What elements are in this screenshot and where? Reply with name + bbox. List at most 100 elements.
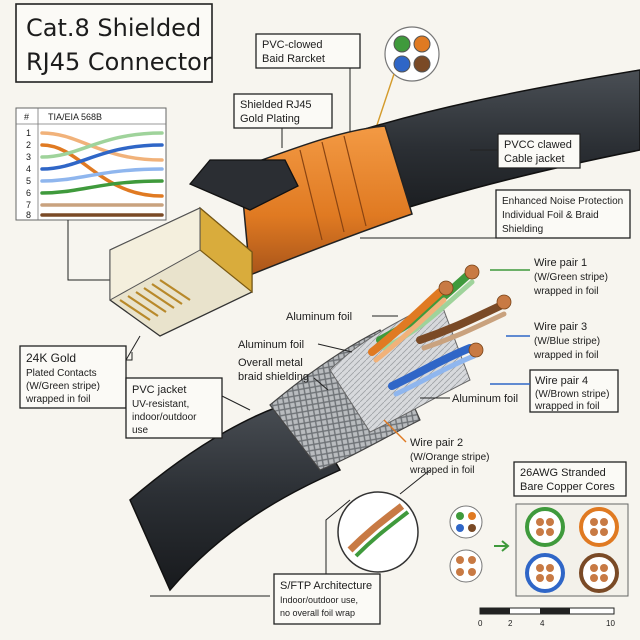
cable-jacket-lower [129, 399, 342, 592]
callout-pair1-line-1: Wire pair 1 [534, 257, 587, 269]
callout-gold-line-2: Plated Contacts [26, 368, 97, 379]
callout-pair2-line-2: (W/Orange stripe) [410, 452, 489, 463]
sftp-leader [325, 499, 351, 574]
callout-boot-line-2: Baid Rarcket [262, 53, 325, 65]
callout-awg-line-1: 26AWG Stranded [520, 467, 606, 479]
pair2-leader [383, 419, 407, 443]
callout-noise-line-2: Individual Foil & Braid [502, 210, 599, 221]
callout-noise-line-1: Enhanced Noise Protection [502, 196, 623, 207]
title-line-2: RJ45 Connector [26, 48, 212, 76]
pvc-leader [221, 395, 251, 411]
cross-section-small [449, 505, 483, 583]
gold-leader [126, 352, 133, 361]
callout-pair4-line-3: wrapped in foil [534, 401, 599, 412]
pair2-white-orange-wire [373, 297, 447, 363]
callout-boot-line-1: PVC-clowed [262, 39, 323, 51]
rj45-latch [188, 159, 299, 211]
cross-section-grid [515, 503, 629, 597]
callout-pair3-line-3: wrapped in foil [533, 350, 598, 361]
callout-pair3: Wire pair 3 (W/Blue stripe) wrapped in f… [533, 321, 600, 361]
callout-jacket-top-line-1: PVCC clawed [504, 139, 572, 151]
copper-tips [438, 264, 512, 358]
label-aluminum-foil-2: Aluminum foil [238, 339, 304, 351]
pair4-white-brown-wire [421, 311, 507, 351]
callout-gold-line-3: (W/Green stripe) [26, 381, 100, 392]
pin-number-8: 8 [26, 210, 31, 220]
al-foil-2-leader [317, 343, 353, 353]
callout-gold-line-4: wrapped in foil [25, 394, 90, 405]
callout-sftp-line-1: S/FTP Architecture [280, 580, 372, 592]
title-frame [15, 3, 213, 83]
rj45-plug-window [109, 207, 201, 301]
pin-number-7: 7 [26, 200, 31, 210]
callout-sftp-line-2: Indoor/outdoor use, [280, 595, 358, 605]
wiring-crossover-lines [40, 131, 164, 217]
callout-jacket-top: PVCC clawed Cable jacket [497, 133, 581, 169]
callout-pair4-line-1: Wire pair 4 [535, 375, 588, 387]
callout-pair1-line-3: wrapped in foil [533, 286, 598, 297]
twisted-pairs [368, 271, 507, 397]
label-braid-line-2: braid shielding [238, 371, 309, 383]
title-box: Cat.8 Shielded RJ45 Connector [15, 3, 213, 83]
wiring-table: # TIA/EIA 568B 1 2 3 4 5 6 7 8 [15, 107, 167, 221]
callout-pvc-line-1: PVC jacket [132, 384, 186, 396]
callout-jacket-top-line-2: Cable jacket [504, 153, 565, 165]
copper-detail-inset [337, 491, 419, 573]
wiring-table-frame [15, 107, 167, 221]
callout-pvc-line-3: indoor/outdoor [132, 412, 197, 423]
pair-inset-top [384, 26, 440, 82]
callout-pair3-line-2: (W/Blue stripe) [534, 336, 600, 347]
pin-number-1: 1 [26, 128, 31, 138]
pin-number-3: 3 [26, 152, 31, 162]
label-aluminum-foil-1: Aluminum foil [286, 311, 352, 323]
callout-pvc-line-2: UV-resistant, [132, 399, 189, 410]
callout-plug-line-1: Shielded RJ45 [240, 99, 312, 111]
scale-tick-4: 4 [540, 619, 545, 628]
pair3-blue-wire [388, 344, 474, 390]
callout-pair1-line-2: (W/Green stripe) [534, 272, 608, 283]
callout-noise: Enhanced Noise Protection Individual Foi… [495, 189, 631, 239]
scale-tick-0: 0 [478, 619, 483, 628]
table-leader [67, 220, 120, 281]
gold-contacts [119, 279, 191, 321]
callout-sftp-line-3: no overall foil wrap [280, 608, 355, 618]
copper-inset-leader [399, 469, 431, 495]
callout-gold: 24K Gold Plated Contacts (W/Green stripe… [19, 345, 127, 409]
pin-number-2: 2 [26, 140, 31, 150]
callout-pair2-line-3: wrapped in foil [409, 465, 474, 476]
cable-jacket-upper [329, 69, 640, 226]
callout-plug: Shielded RJ45 Gold Plating [233, 93, 333, 129]
callout-sftp: S/FTP Architecture Indoor/outdoor use, n… [273, 573, 381, 625]
callout-pair2: Wire pair 2 (W/Orange stripe) wrapped in… [409, 437, 489, 476]
callout-plug-line-2: Gold Plating [240, 113, 300, 125]
callout-pair4-line-2: (W/Brown stripe) [535, 389, 609, 400]
inset-leader [375, 73, 395, 129]
pin-number-5: 5 [26, 176, 31, 186]
gold-leader-2 [125, 335, 141, 361]
callout-gold-line-1: 24K Gold [26, 351, 76, 365]
wiring-header-num: # [24, 112, 29, 122]
pair3-white-blue-wire [393, 353, 477, 397]
boot-ribs [299, 135, 367, 241]
scale-bar: 0 2 4 10 [478, 607, 615, 628]
title-line-1: Cat.8 Shielded [26, 14, 201, 42]
pair4-brown-wire [416, 302, 504, 344]
callout-boot: PVC-clowed Baid Rarcket [255, 33, 361, 69]
scale-tick-2: 2 [508, 619, 513, 628]
callout-noise-line-3: Shielding [502, 224, 543, 235]
wiring-header-std: TIA/EIA 568B [48, 112, 102, 122]
callout-awg-line-2: Bare Copper Cores [520, 481, 615, 493]
label-braid-line-1: Overall metal [238, 357, 303, 369]
pin-number-6: 6 [26, 188, 31, 198]
callout-pair3-line-1: Wire pair 3 [534, 321, 587, 333]
pair2-orange-wire [368, 288, 444, 356]
braid-leader [313, 377, 329, 391]
pin-number-4: 4 [26, 164, 31, 174]
callout-pair1: Wire pair 1 (W/Green stripe) wrapped in … [533, 257, 608, 297]
scale-tick-10: 10 [606, 619, 615, 628]
callout-pvc-line-4: use [132, 425, 149, 436]
label-aluminum-foil-3: Aluminum foil [452, 393, 518, 405]
callout-awg: 26AWG Stranded Bare Copper Cores [513, 461, 627, 497]
callout-pvc-jacket: PVC jacket UV-resistant, indoor/outdoor … [125, 377, 223, 439]
